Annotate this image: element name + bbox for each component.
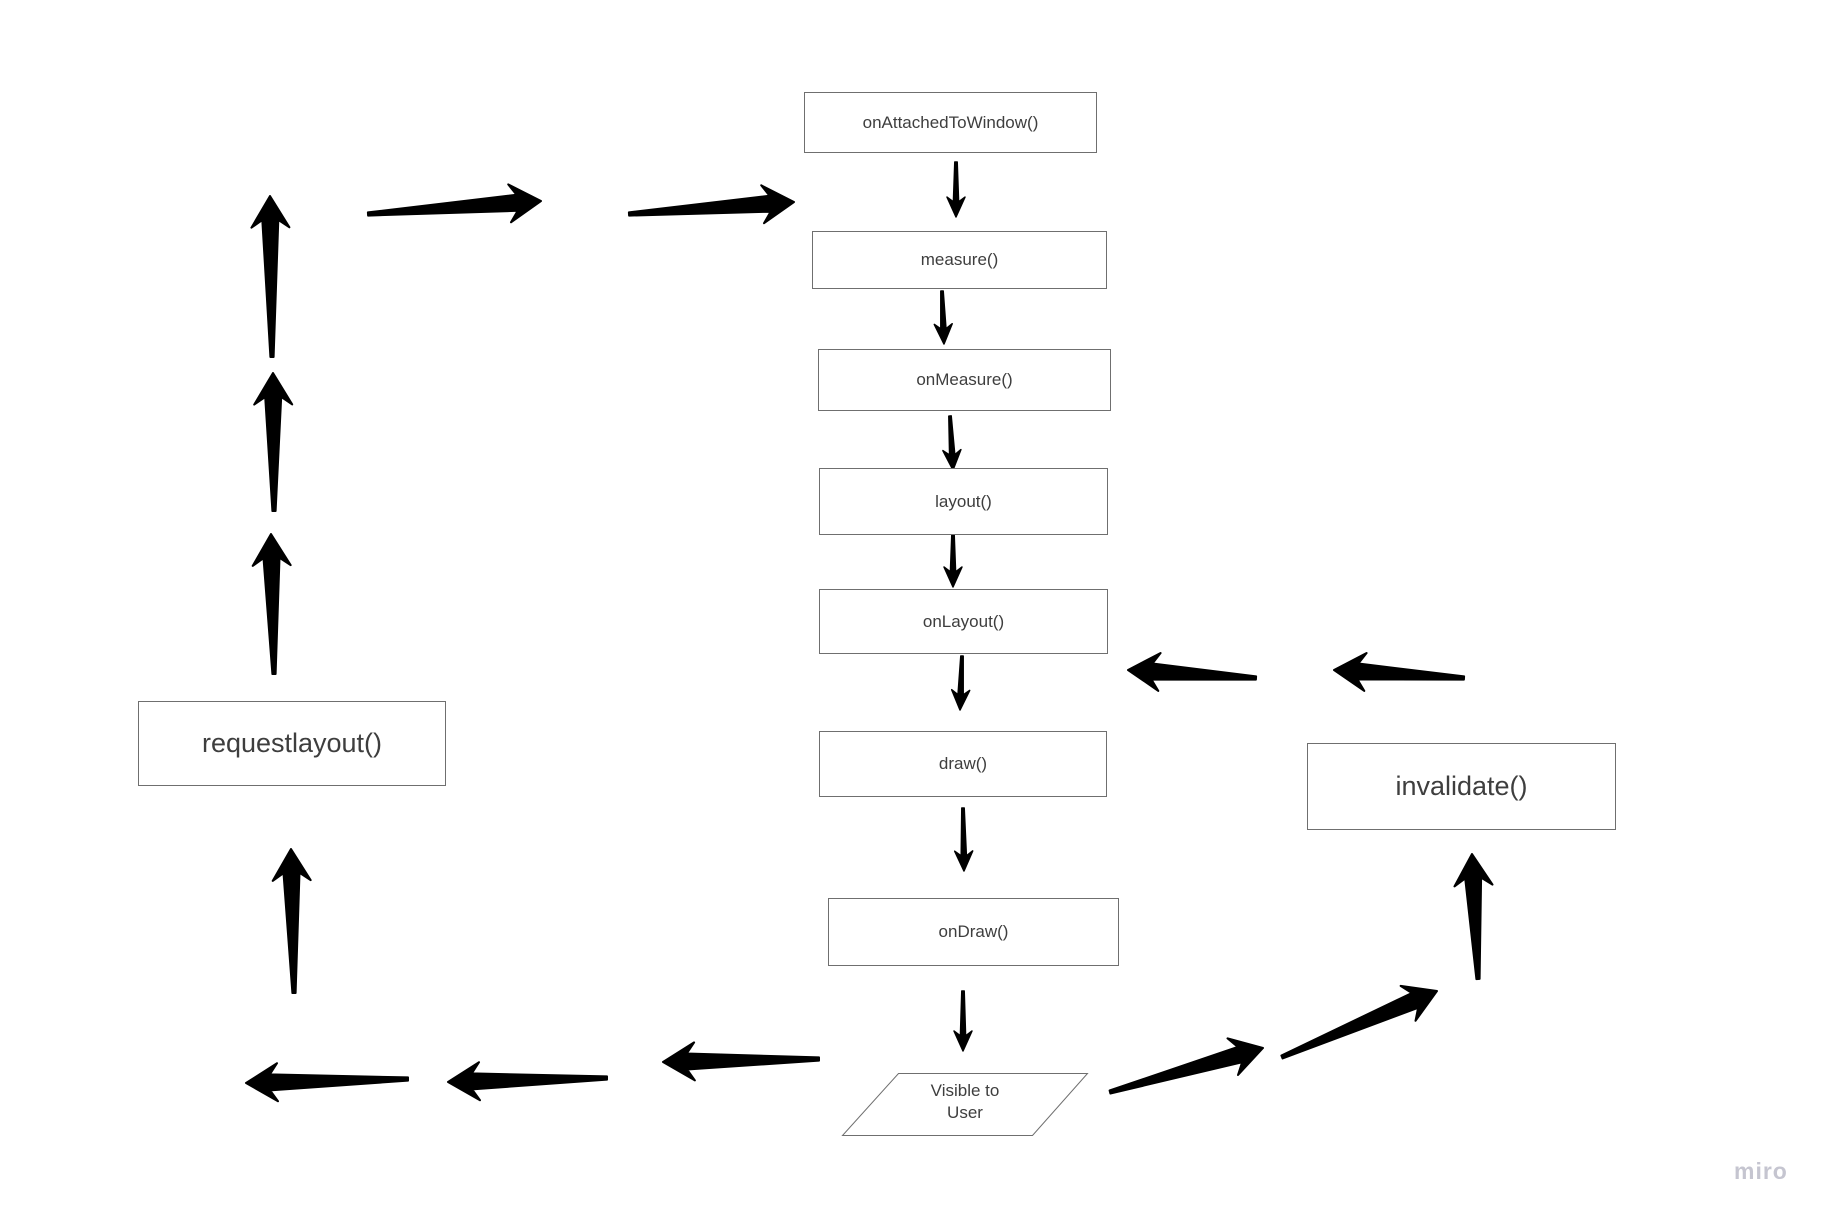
arrow-top-rightward-2[interactable] xyxy=(627,184,795,225)
arrow-attached-to-measure[interactable] xyxy=(946,161,966,218)
node-layout-label: layout() xyxy=(935,491,992,511)
node-measure-label: measure() xyxy=(920,250,999,269)
node-invalidate[interactable]: invalidate() xyxy=(1307,743,1616,830)
arrow-top-rightward-1[interactable] xyxy=(366,183,542,224)
arrow-left-column-up-1[interactable] xyxy=(250,195,291,358)
node-draw-label: draw() xyxy=(938,754,988,773)
node-requestlayout-label: requestlayout() xyxy=(201,728,383,758)
miro-watermark: miro xyxy=(1734,1158,1788,1184)
arrow-onmeasure-to-layout[interactable] xyxy=(942,415,962,471)
node-ondraw[interactable]: onDraw() xyxy=(828,898,1119,966)
arrow-left-column-up-3[interactable] xyxy=(251,533,292,675)
node-visible-to-user-label: Visible to User xyxy=(930,1081,1000,1122)
node-layout[interactable]: layout() xyxy=(819,468,1108,535)
arrow-bottom-leftward-1[interactable] xyxy=(245,1062,409,1103)
arrow-invalidate-to-onlayout-1[interactable] xyxy=(1127,652,1258,692)
node-onmeasure[interactable]: onMeasure() xyxy=(818,349,1111,411)
arrow-layout-to-onlayout[interactable] xyxy=(943,534,963,588)
arrow-onlayout-to-draw[interactable] xyxy=(950,655,971,711)
node-measure[interactable]: measure() xyxy=(812,231,1107,289)
node-visible-to-user[interactable]: Visible to User xyxy=(841,1073,1089,1137)
arrow-requestlayout-up[interactable] xyxy=(271,848,312,994)
node-onattachedtowindow[interactable]: onAttachedToWindow() xyxy=(804,92,1097,153)
arrow-left-column-up-2[interactable] xyxy=(253,372,294,512)
arrow-invalidate-up[interactable] xyxy=(1453,853,1494,981)
arrow-visible-to-invalidate-1[interactable] xyxy=(1108,1037,1264,1095)
node-onmeasure-label: onMeasure() xyxy=(916,370,1013,389)
node-requestlayout[interactable]: requestlayout() xyxy=(138,701,446,786)
parallelogram-shape xyxy=(841,1073,1089,1136)
arrow-invalidate-to-onlayout-2[interactable] xyxy=(1333,652,1466,692)
arrow-draw-to-ondraw[interactable] xyxy=(953,807,974,872)
node-invalidate-label: invalidate() xyxy=(1395,771,1528,801)
node-ondraw-label: onDraw() xyxy=(938,922,1009,941)
arrow-bottom-leftward-2[interactable] xyxy=(447,1061,608,1102)
arrow-ondraw-to-visible[interactable] xyxy=(953,990,973,1052)
arrow-measure-to-onmeasure[interactable] xyxy=(933,290,953,345)
node-onlayout-label: onLayout() xyxy=(922,611,1005,631)
node-onlayout[interactable]: onLayout() xyxy=(819,589,1108,654)
node-draw[interactable]: draw() xyxy=(819,731,1107,797)
arrow-bottom-leftward-3[interactable] xyxy=(662,1041,820,1082)
node-onattachedtowindow-label: onAttachedToWindow() xyxy=(862,112,1039,132)
arrow-visible-to-invalidate-2[interactable] xyxy=(1280,984,1438,1060)
